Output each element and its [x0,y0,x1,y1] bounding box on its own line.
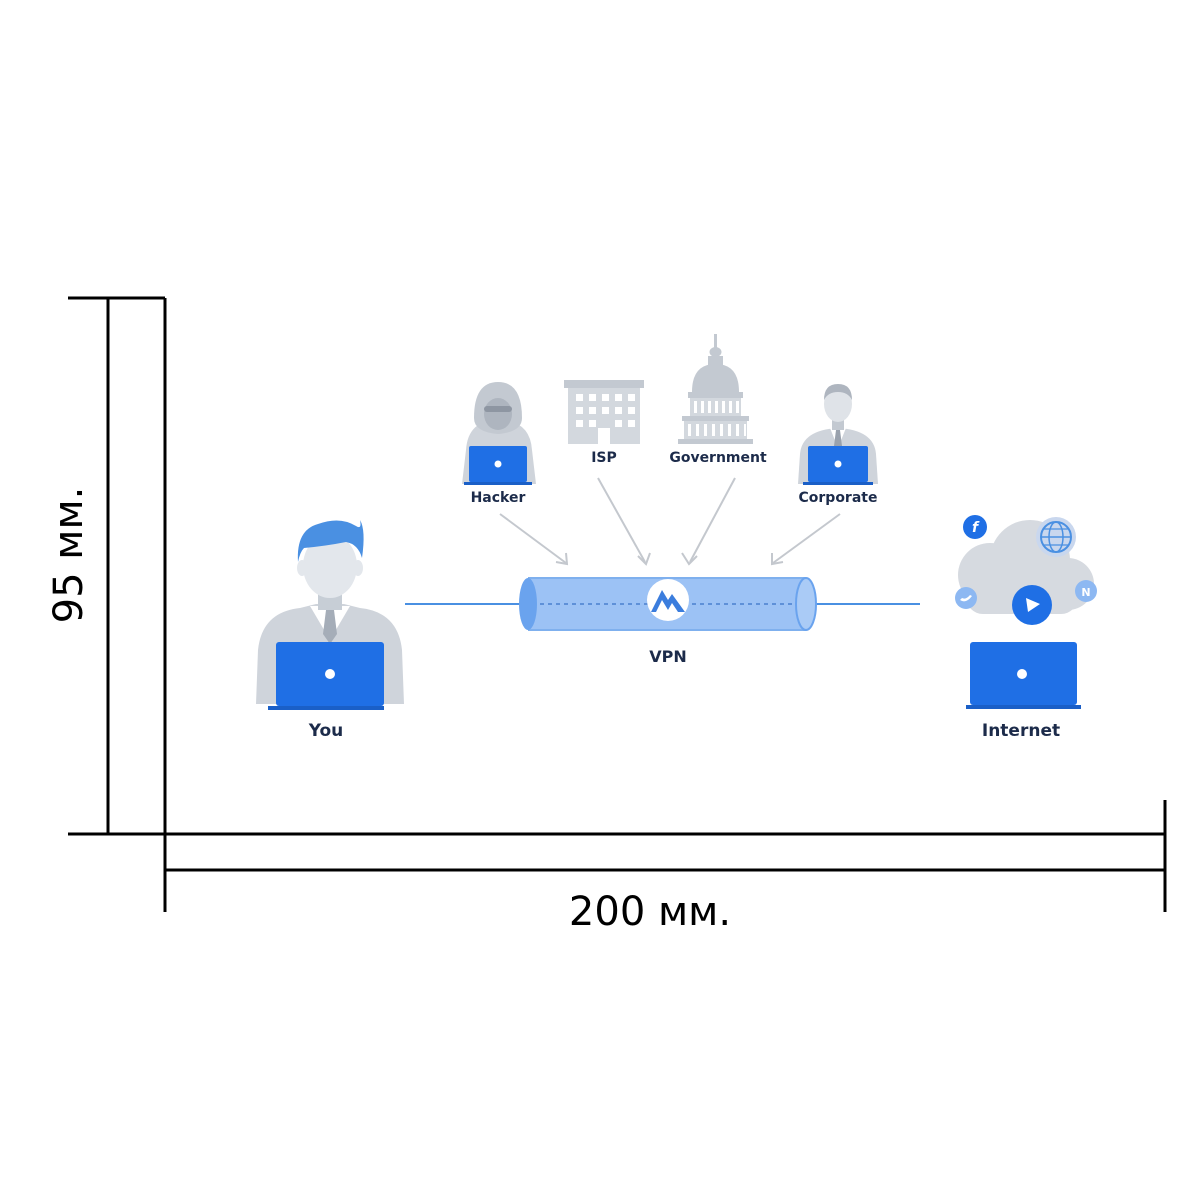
laptop-icon [464,446,532,485]
corporate-label: Corporate [799,490,878,506]
width-dimension-label: 200 мм. [569,889,731,935]
hacker-label: Hacker [471,490,526,506]
vpn-label: VPN [649,647,687,666]
twitter-icon [955,587,977,609]
you-label: You [308,721,344,741]
laptop-icon [268,642,384,710]
svg-text:f: f [972,520,980,536]
play-icon [1012,585,1052,625]
you-figure [256,520,404,710]
isp-label: ISP [591,450,617,466]
laptop-icon [966,642,1081,709]
internet-label: Internet [982,721,1060,741]
observer-arrows [499,477,841,566]
corporate-figure [798,384,878,485]
hacker-figure [462,382,536,485]
height-dimension-label: 95 мм. [46,487,92,624]
vpn-tunnel [519,577,817,631]
netflix-icon: N [1075,580,1097,602]
globe-icon [1036,517,1076,557]
government-capitol-icon [678,334,753,444]
mountain-logo-icon [647,579,689,621]
laptop-icon [803,446,873,485]
isp-building-icon [564,380,644,444]
government-label: Government [669,450,767,466]
facebook-icon: f [963,515,987,539]
svg-text:N: N [1081,586,1090,599]
dimension-lines [68,296,1167,912]
